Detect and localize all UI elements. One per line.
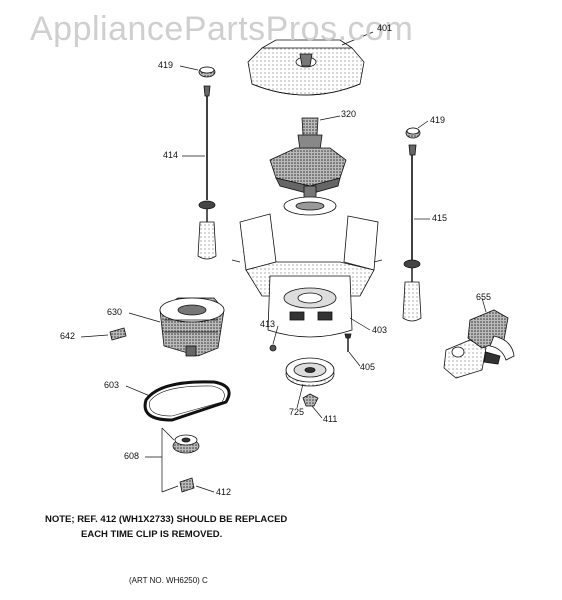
callout-401: 401	[377, 23, 393, 33]
callout-642: 642	[60, 331, 76, 341]
callout-320: 320	[341, 109, 357, 119]
callout-419-right: 419	[430, 115, 446, 125]
callout-419-left: 419	[158, 60, 174, 70]
belt-603	[143, 380, 231, 422]
callout-415: 415	[432, 213, 448, 223]
art-number: (ART NO. WH6250) C	[129, 576, 208, 585]
pulley-725	[285, 357, 335, 387]
watermark-text: AppliancePartsPros.com	[30, 10, 414, 48]
callout-414: 414	[163, 150, 179, 160]
nut-413	[269, 344, 277, 352]
clip-412	[179, 477, 195, 493]
motor-630	[159, 297, 225, 357]
transmission-320	[269, 117, 347, 216]
callout-413: 413	[260, 319, 276, 329]
callout-403: 403	[372, 325, 388, 335]
callout-405: 405	[360, 362, 376, 372]
callout-655: 655	[476, 292, 492, 302]
snubber-cap-419-right	[405, 127, 421, 139]
water-valve-655	[443, 309, 515, 379]
cover-part-401	[247, 39, 365, 96]
callout-603: 603	[104, 380, 120, 390]
mounting-base-403	[231, 213, 383, 338]
note-line-2: EACH TIME CLIP IS REMOVED.	[81, 529, 223, 540]
suspension-rod-414	[197, 85, 217, 260]
callout-412: 412	[216, 487, 232, 497]
callout-725: 725	[289, 407, 305, 417]
drive-pulley-608	[172, 434, 200, 454]
leader-lines	[80, 31, 487, 493]
screw-405	[344, 333, 352, 352]
callout-411: 411	[323, 414, 338, 424]
snubber-cap-419-left	[198, 66, 216, 78]
suspension-rod-415	[402, 144, 422, 322]
callout-630: 630	[107, 307, 123, 317]
clip-642	[109, 327, 127, 341]
note-line-1: NOTE; REF. 412 (WH1X2733) SHOULD BE REPL…	[45, 514, 288, 525]
callout-608: 608	[124, 451, 140, 461]
nut-411	[302, 393, 319, 407]
